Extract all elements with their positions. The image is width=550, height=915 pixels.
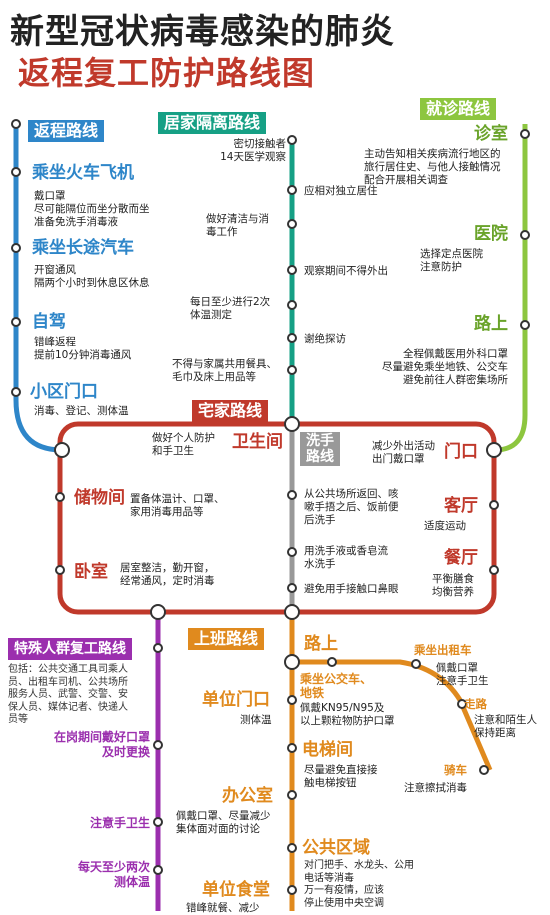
work-canteen: 单位食堂	[202, 880, 270, 900]
work-taxi-text: 佩戴口罩 注意手卫生	[436, 662, 489, 687]
work-walk: 走路	[464, 697, 487, 711]
work-gate-text: 测体温	[240, 714, 272, 726]
home-bathroom-text: 做好个人防护 和手卫生	[152, 432, 215, 457]
isolation-item-4: 观察期间不得外出	[304, 265, 388, 277]
home-door-text: 减少外出活动 出门戴口罩	[372, 440, 435, 465]
home-storage: 储物间	[74, 488, 125, 508]
isolation-item-7: 不得与家属共用餐具、 毛巾及床上用品等	[172, 358, 277, 383]
isolation-item-1: 密切接触者 14天医学观察	[220, 138, 286, 163]
isolation-route-label: 居家隔离路线	[158, 112, 267, 134]
special-route-label: 特殊人群复工路线	[8, 638, 132, 660]
handwash-item-1: 从公共场所返回、咳 嗽手捂之后、饭前便 后洗手	[304, 488, 399, 526]
special-intro: 包括：公共交通工具司乘人 员、出租车司机、公共场所 服务人员、武警、交警、安 保…	[8, 664, 128, 725]
work-bike: 骑车	[444, 763, 467, 777]
work-canteen-text: 错峰就餐、减少	[186, 902, 260, 914]
handwash-route-label: 洗手 路线	[300, 432, 340, 466]
special-item-2: 注意手卫生	[89, 816, 150, 830]
home-dining-room-text: 平衡膳食 均衡营养	[432, 573, 474, 598]
home-storage-text: 置备体温计、口罩、 家用消毒用品等	[130, 493, 225, 518]
work-elevator: 电梯间	[302, 740, 353, 760]
stop-train-plane-text: 戴口罩 尽可能隔位而坐分散而坐 准备免洗手消毒液	[34, 190, 150, 228]
work-public-area: 公共区域	[302, 838, 370, 858]
stop-on-the-way: 路上	[474, 314, 508, 334]
work-bike-text: 注意擦拭消毒	[404, 782, 467, 794]
home-living-room-text: 适度运动	[424, 520, 466, 532]
isolation-item-2: 应相对独立居住	[304, 185, 378, 197]
stop-train-plane: 乘坐火车飞机	[32, 163, 134, 183]
isolation-item-3: 做好清洁与消 毒工作	[206, 213, 269, 238]
special-item-1: 在岗期间戴好口罩 及时更换	[53, 730, 150, 759]
stop-bus-text: 开窗通风 隔两个小时到休息区休息	[34, 264, 150, 289]
home-living-room: 客厅	[444, 496, 478, 516]
work-office: 办公室	[222, 786, 273, 806]
return-route-label: 返程路线	[28, 120, 105, 142]
stop-self-drive: 自驾	[32, 312, 66, 332]
home-bedroom: 卧室	[74, 562, 108, 582]
isolation-item-6: 谢绝探访	[304, 333, 346, 345]
stop-self-drive-text: 错峰返程 提前10分钟消毒通风	[34, 336, 132, 361]
stop-hospital-text: 选择定点医院 注意防护	[420, 248, 483, 273]
handwash-item-2: 用洗手液或香皂流 水洗手	[304, 545, 388, 570]
work-elevator-text: 尽量避免直接接 触电梯按钮	[304, 764, 378, 789]
stop-on-the-way-text: 全程佩戴医用外科口罩 尽量避免乘坐地铁、公交车 避免前往人群密集场所	[382, 348, 508, 386]
work-public-area-text: 对门把手、水龙头、公用 电话等消毒 万一有疫情，应该 停止使用中央空调	[304, 860, 414, 909]
stop-clinic-room: 诊室	[474, 124, 508, 144]
page-subtitle: 返程复工防护路线图	[18, 54, 316, 92]
stop-hospital: 医院	[474, 224, 508, 244]
stop-clinic-room-text: 主动告知相关疾病流行地区的 旅行居住史、与他人接触情况 配合开展相关调查	[364, 148, 501, 186]
work-road: 路上	[304, 634, 338, 654]
work-walk-text: 注意和陌生人 保持距离	[474, 714, 537, 739]
stop-community-gate: 小区门口	[30, 382, 98, 402]
special-item-3: 每天至少两次 测体温	[77, 860, 150, 889]
home-dining-room: 餐厅	[444, 548, 478, 568]
stop-bus: 乘坐长途汽车	[32, 238, 134, 258]
isolation-item-5: 每日至少进行2次 体温测定	[190, 296, 271, 321]
work-transit: 乘坐公交车、 地铁	[300, 672, 373, 700]
work-transit-text: 佩戴KN95/N95及 以上颗粒物防护口罩	[300, 702, 395, 727]
work-taxi: 乘坐出租车	[414, 643, 472, 657]
home-door: 门口	[444, 442, 478, 462]
clinic-route-label: 就诊路线	[420, 98, 497, 120]
page-title: 新型冠状病毒感染的肺炎	[10, 12, 395, 52]
work-gate: 单位门口	[202, 690, 270, 710]
home-bathroom: 卫生间	[232, 432, 283, 452]
home-bedroom-text: 居室整洁，勤开窗， 经常通风，定时消毒	[120, 562, 215, 587]
home-route-label: 宅家路线	[192, 400, 269, 422]
work-office-text: 佩戴口罩、尽量减少 集体面对面的讨论	[176, 810, 271, 835]
stop-community-gate-text: 消毒、登记、测体温	[34, 405, 129, 417]
work-route-label: 上班路线	[188, 628, 265, 650]
handwash-item-3: 避免用手接触口鼻眼	[304, 583, 399, 595]
